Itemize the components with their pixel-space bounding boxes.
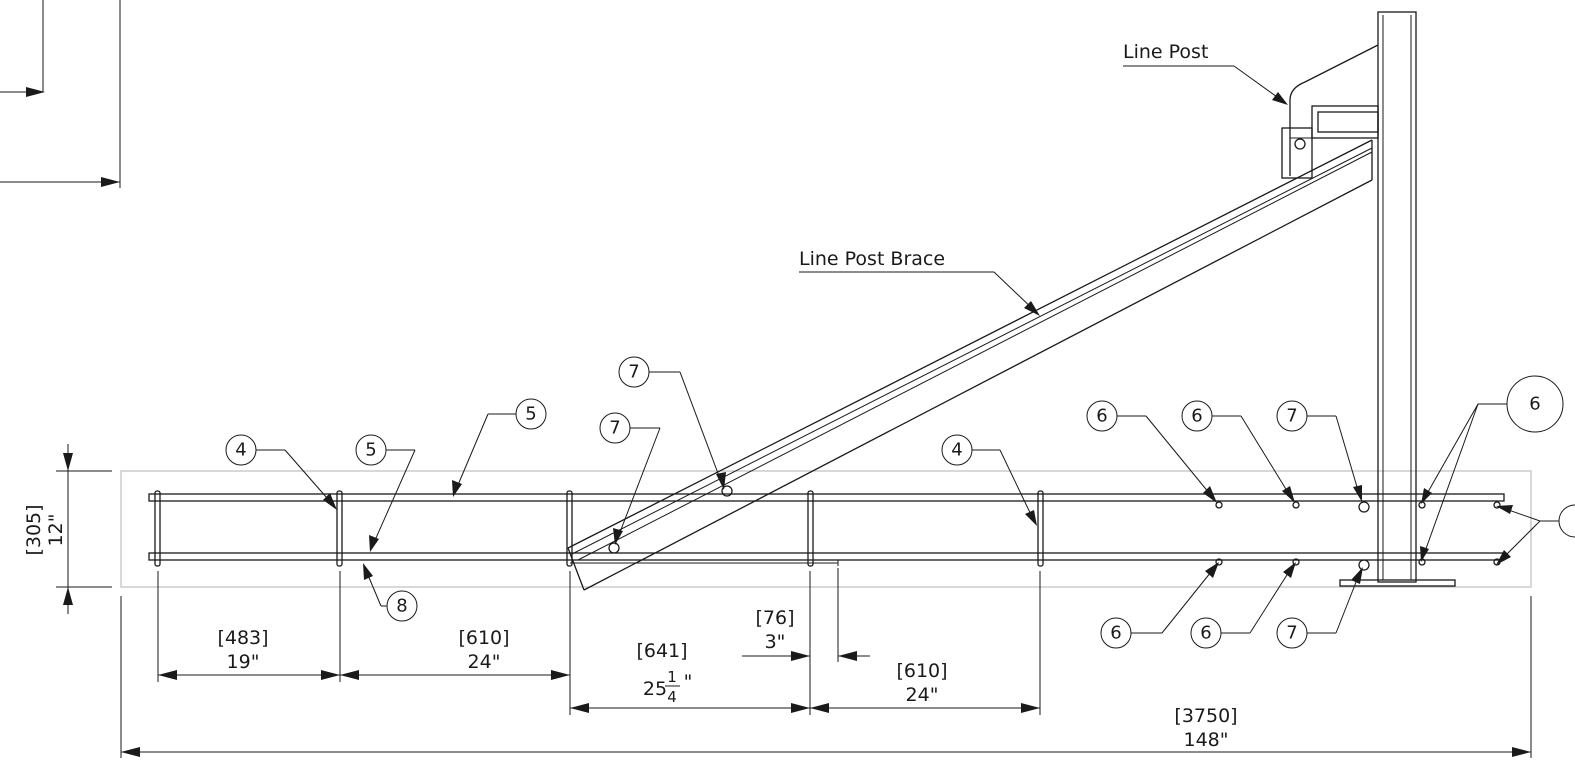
svg-text:4: 4 <box>667 688 677 706</box>
svg-text:[610]: [610] <box>458 627 509 649</box>
extension-lines <box>120 568 1532 758</box>
top-left-frame <box>0 0 121 188</box>
balloon-8: 8 <box>363 563 418 622</box>
svg-text:12": 12" <box>45 514 67 547</box>
svg-text:[3750]: [3750] <box>1174 705 1237 727</box>
svg-text:1: 1 <box>667 668 677 686</box>
balloon-partial-right <box>1496 504 1575 565</box>
dim-483: [483] 19" <box>158 627 340 680</box>
dim-610-right: [610] 24" <box>810 660 1040 713</box>
rails <box>148 493 1505 566</box>
height-dimension: [305] 12" <box>23 444 112 614</box>
envelope-box <box>120 470 1532 588</box>
svg-text:": " <box>684 671 693 693</box>
balloon-4-right: 4 <box>941 434 1037 526</box>
svg-text:25: 25 <box>643 678 667 700</box>
dim-610-left: [610] 24" <box>340 627 570 680</box>
line-post-label: Line Post <box>1123 41 1288 105</box>
line-post <box>1281 11 1456 587</box>
svg-text:6: 6 <box>1200 623 1211 644</box>
line-post-brace <box>567 139 1373 591</box>
hardware-marks <box>608 485 1501 571</box>
svg-text:6: 6 <box>1191 406 1202 427</box>
svg-text:[305]: [305] <box>23 504 45 555</box>
balloon-7-top: 7 <box>618 356 726 490</box>
balloon-5-top: 5 <box>452 398 547 497</box>
svg-text:6: 6 <box>1110 623 1121 644</box>
svg-text:8: 8 <box>396 596 407 617</box>
svg-text:4: 4 <box>235 440 246 461</box>
balloon-6-big: 6 <box>1420 375 1564 562</box>
svg-text:4: 4 <box>951 440 962 461</box>
svg-text:[483]: [483] <box>217 627 268 649</box>
svg-text:24": 24" <box>468 651 501 673</box>
svg-text:6: 6 <box>1096 406 1107 427</box>
line-post-brace-label: Line Post Brace <box>799 248 1040 316</box>
balloon-6-c: 6 <box>1100 562 1219 649</box>
svg-text:5: 5 <box>525 404 536 425</box>
dim-3750: [3750] 148" <box>121 705 1531 757</box>
svg-text:148": 148" <box>1183 729 1228 751</box>
balloon-6-d: 6 <box>1190 562 1296 649</box>
balloon-7-mid: 7 <box>599 412 661 545</box>
svg-text:7: 7 <box>628 362 639 383</box>
svg-text:7: 7 <box>1286 406 1297 427</box>
cross-wires <box>154 490 1044 567</box>
svg-text:3": 3" <box>765 631 786 653</box>
svg-text:[610]: [610] <box>896 660 947 682</box>
svg-text:Line Post: Line Post <box>1123 41 1208 63</box>
svg-text:[641]: [641] <box>636 640 687 662</box>
svg-text:19": 19" <box>227 651 260 673</box>
svg-text:Line Post Brace: Line Post Brace <box>799 248 945 270</box>
svg-text:6: 6 <box>1529 394 1540 415</box>
balloon-7-right: 7 <box>1276 400 1362 502</box>
balloon-6-b: 6 <box>1181 400 1295 503</box>
balloon-5-left: 5 <box>355 434 416 552</box>
svg-text:7: 7 <box>1286 623 1297 644</box>
balloon-6-a: 6 <box>1086 400 1217 503</box>
balloon-4-left: 4 <box>225 434 337 510</box>
balloon-7-bottom: 7 <box>1276 567 1363 649</box>
svg-text:7: 7 <box>609 418 620 439</box>
svg-text:[76]: [76] <box>755 607 794 629</box>
svg-text:5: 5 <box>365 440 376 461</box>
svg-text:24": 24" <box>906 684 939 706</box>
dim-76: [76] 3" <box>742 607 870 661</box>
dim-641: [641] 25 1 4 " <box>570 640 810 713</box>
